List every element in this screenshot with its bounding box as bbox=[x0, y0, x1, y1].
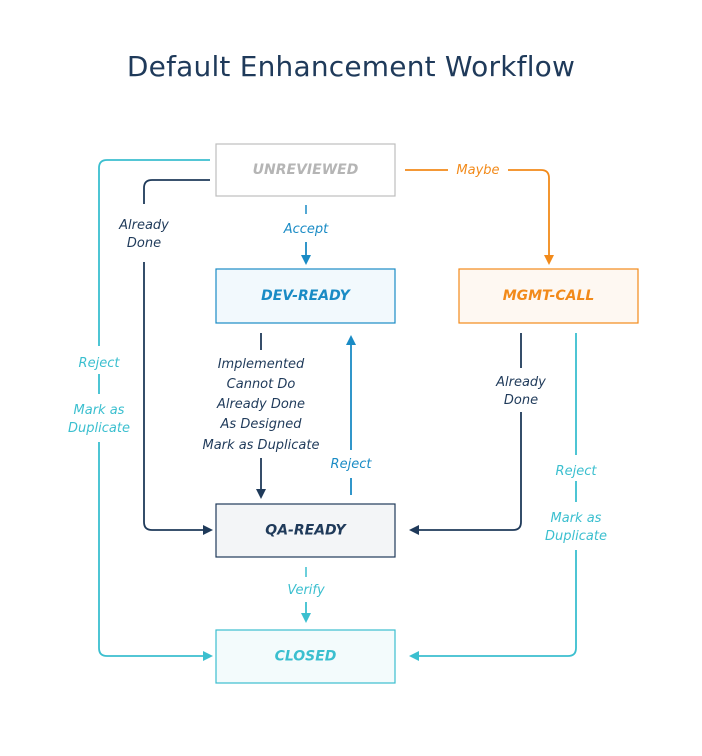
edge-label-dev-to-qa-1: Implemented bbox=[218, 357, 305, 372]
node-dev-ready: DEV-READY bbox=[215, 268, 396, 324]
node-dev-ready-label: DEV-READY bbox=[261, 288, 352, 304]
node-closed: CLOSED bbox=[215, 629, 396, 684]
page-title: Default Enhancement Workflow bbox=[126, 50, 576, 83]
edge-unreviewed-already-done-top bbox=[143, 179, 210, 204]
edge-label-unreviewed-reject: Reject bbox=[79, 356, 121, 371]
edge-maybe bbox=[405, 169, 549, 262]
edge-label-unreviewed-duplicate-1: Mark as bbox=[74, 403, 125, 418]
edge-label-dev-to-qa-3: Already Done bbox=[216, 397, 305, 412]
edge-label-verify: Verify bbox=[287, 583, 325, 598]
edge-label-unreviewed-already-done-1: Already bbox=[118, 218, 169, 233]
edge-unreviewed-reject-top bbox=[98, 159, 210, 346]
edge-label-dev-to-qa-2: Cannot Do bbox=[227, 377, 296, 392]
node-qa-ready: QA-READY bbox=[215, 503, 396, 558]
node-qa-ready-label: QA-READY bbox=[265, 523, 347, 539]
edge-label-mgmt-duplicate-2: Duplicate bbox=[545, 529, 607, 544]
node-closed-label: CLOSED bbox=[275, 649, 337, 665]
node-unreviewed-label: UNREVIEWED bbox=[253, 162, 359, 178]
edge-label-mgmt-reject: Reject bbox=[556, 464, 598, 479]
edge-mgmt-reject bbox=[409, 550, 577, 661]
edge-label-qa-to-dev: Reject bbox=[331, 457, 373, 472]
edge-label-mgmt-duplicate-1: Mark as bbox=[551, 511, 602, 526]
edge-label-dev-to-qa-4: As Designed bbox=[220, 417, 303, 432]
edge-label-accept: Accept bbox=[283, 222, 329, 237]
edge-unreviewed-already-done bbox=[143, 262, 213, 535]
edge-label-mgmt-already-done-1: Already bbox=[495, 375, 546, 390]
edge-label-maybe: Maybe bbox=[456, 163, 499, 178]
node-mgmt-call: MGMT-CALL bbox=[458, 268, 639, 324]
edge-label-dev-to-qa-5: Mark as Duplicate bbox=[203, 438, 320, 453]
edge-label-mgmt-already-done-2: Done bbox=[504, 393, 538, 408]
edge-label-unreviewed-duplicate-2: Duplicate bbox=[68, 421, 130, 436]
node-mgmt-call-label: MGMT-CALL bbox=[503, 288, 595, 304]
edge-mgmt-already-done bbox=[409, 412, 522, 535]
edge-unreviewed-reject bbox=[98, 442, 213, 661]
edge-label-unreviewed-already-done-2: Done bbox=[127, 236, 161, 251]
node-unreviewed: UNREVIEWED bbox=[215, 143, 396, 197]
